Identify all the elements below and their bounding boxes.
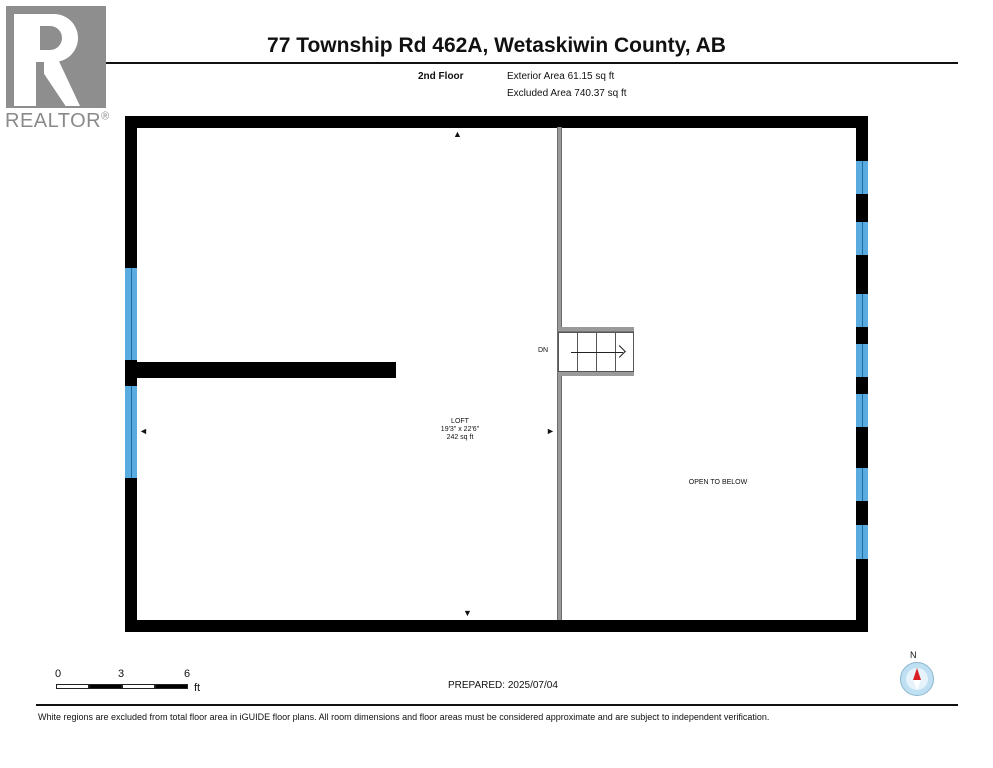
room-label-loft: LOFT 19'3" x 22'6" 242 sq ft <box>420 418 500 442</box>
stair-direction-line <box>571 352 623 353</box>
stair-down-label: DN <box>538 347 549 354</box>
window-right-5 <box>856 394 868 427</box>
realtor-logo-r-stem <box>14 14 36 106</box>
compass-north-label: N <box>910 650 917 660</box>
window-right-6 <box>856 468 868 501</box>
marker-right-icon: ► <box>546 426 555 436</box>
scale-tick-3: 3 <box>118 668 125 680</box>
window-right-4 <box>856 344 868 377</box>
window-left-lower <box>125 386 137 478</box>
compass-icon <box>900 662 934 696</box>
scale-tick-0: 0 <box>55 668 62 680</box>
wall-bottom <box>125 620 868 632</box>
footer-disclaimer: White regions are excluded from total fl… <box>38 712 770 722</box>
exterior-area: Exterior Area 61.15 sq ft <box>507 71 615 82</box>
page-title: 77 Township Rd 462A, Wetaskiwin County, … <box>267 34 726 57</box>
window-right-3 <box>856 294 868 327</box>
marker-left-icon: ◄ <box>139 426 148 436</box>
floor-label: 2nd Floor <box>418 71 464 82</box>
room-dimensions: 19'3" x 22'6" <box>440 426 480 433</box>
room-name: LOFT <box>451 418 469 425</box>
scale-segment <box>56 684 89 689</box>
scale-tick-6: 6 <box>184 668 191 680</box>
scale-unit: ft <box>194 682 201 694</box>
wall-top <box>125 116 868 128</box>
room-label-open-to-below: OPEN TO BELOW <box>688 479 748 486</box>
stair-rail-top <box>558 327 634 332</box>
realtor-logo-r-counter <box>40 26 62 50</box>
prepared-date: PREPARED: 2025/07/04 <box>448 680 558 691</box>
footer-divider <box>36 704 958 706</box>
scale-segment <box>89 684 122 689</box>
marker-up-icon: ▲ <box>453 129 462 139</box>
window-right-2 <box>856 222 868 255</box>
stair-rail-bottom <box>558 372 634 376</box>
compass-needle-south <box>913 680 921 690</box>
excluded-area: Excluded Area 740.37 sq ft <box>507 88 627 99</box>
registered-mark: ® <box>101 110 110 123</box>
title-divider <box>106 62 958 64</box>
staircase <box>558 332 634 372</box>
scale-segment <box>122 684 155 689</box>
window-left-upper <box>125 268 137 360</box>
window-right-1 <box>856 161 868 194</box>
room-area: 242 sq ft <box>446 434 474 441</box>
scale-segment <box>155 684 188 689</box>
realtor-brand-text: REALTOR® <box>5 110 110 133</box>
window-right-7 <box>856 525 868 559</box>
brand-text: REALTOR <box>5 110 102 132</box>
marker-down-icon: ▼ <box>463 608 472 618</box>
compass-needle-north <box>913 668 921 680</box>
interior-wall <box>125 362 396 378</box>
